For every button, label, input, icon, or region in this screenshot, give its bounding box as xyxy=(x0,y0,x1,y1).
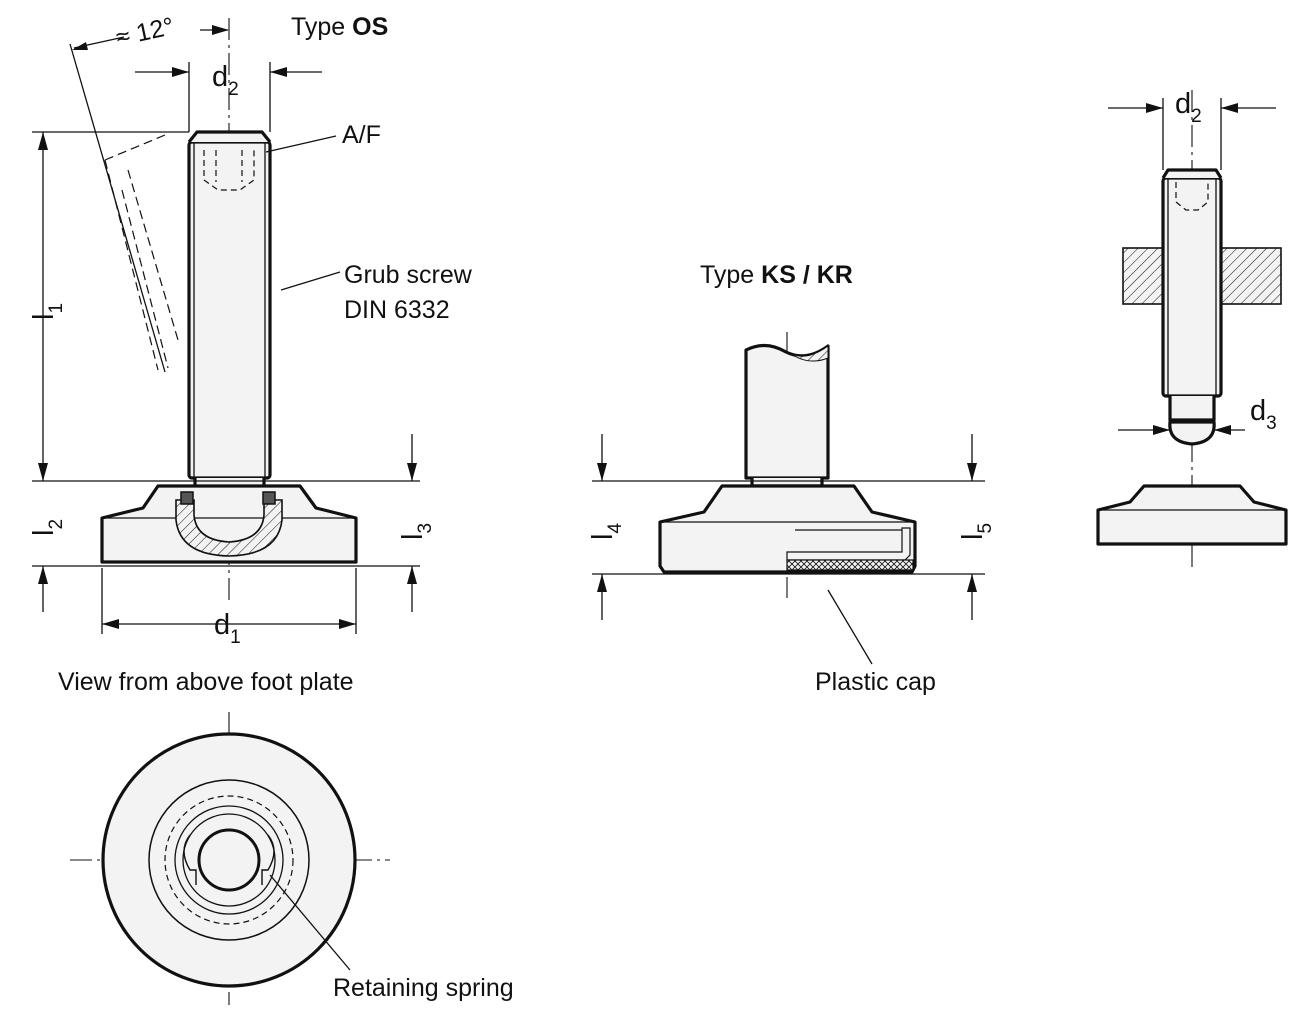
plastic-cap-label: Plastic cap xyxy=(815,668,936,696)
angle-arrow-right xyxy=(212,25,229,35)
mount-plate-right xyxy=(1220,247,1282,305)
right-d3-arrow-left xyxy=(1153,425,1170,435)
assembly-drawing xyxy=(1096,90,1288,570)
os-spring-right xyxy=(262,491,276,505)
ks-l4-arrow-bottom xyxy=(597,574,607,592)
os-d1-label: d1 xyxy=(214,609,241,648)
af-label: A/F xyxy=(342,121,381,149)
os-screw-body xyxy=(187,140,272,480)
os-d2-label: d2 xyxy=(212,61,239,100)
os-d2-arrow-right xyxy=(270,67,287,77)
os-l3-arrow-bottom xyxy=(407,566,417,584)
os-screw-chamfer xyxy=(187,130,272,143)
ks-l4-arrow-top xyxy=(597,463,607,481)
ks-shaft-break xyxy=(789,345,829,362)
os-l1-arrow-bottom xyxy=(38,463,48,481)
tilt-phantom xyxy=(104,134,179,371)
top-view-spring-ring-inner xyxy=(182,813,276,907)
right-ball xyxy=(1168,420,1216,446)
ks-l4-label: l4 xyxy=(587,523,626,540)
retaining-spring-leader xyxy=(269,874,351,971)
grub-screw-line2: DIN 6332 xyxy=(344,296,450,324)
top-view-spring-hidden-outer xyxy=(164,795,294,925)
ks-shaft xyxy=(744,343,830,480)
os-hex-socket xyxy=(203,150,255,191)
os-l1-arrow-top xyxy=(38,132,48,150)
right-screw-chamfer xyxy=(1161,168,1223,179)
top-view-spring-ring xyxy=(174,805,284,915)
os-l2-label: l2 xyxy=(28,519,67,536)
right-d2-arrow-left xyxy=(1146,103,1163,113)
type-ks-kr-title: Type KS / KR xyxy=(700,261,853,289)
right-d2-arrow-right xyxy=(1221,103,1238,113)
retaining-spring-label: Retaining spring xyxy=(333,974,514,1002)
grub-screw-line1: Grub screw xyxy=(344,261,473,289)
os-hex-socket-inner xyxy=(215,150,243,182)
af-leader xyxy=(265,135,337,153)
ks-l5-arrow-top xyxy=(967,463,977,481)
os-l2-arrow xyxy=(38,566,48,584)
type-os-drawing xyxy=(32,18,420,634)
right-hex-socket xyxy=(1175,182,1209,211)
os-d2-arrow-left xyxy=(172,67,189,77)
right-screw-body xyxy=(1161,176,1223,398)
grub-screw-leader xyxy=(280,271,341,291)
os-l3-label: l3 xyxy=(397,523,436,540)
angle-arrow-left xyxy=(72,42,88,50)
top-view-spring-ends xyxy=(183,834,275,885)
os-l3-arrow-top xyxy=(407,463,417,481)
ks-l5-label: l5 xyxy=(957,523,996,540)
ks-l5-arrow-bottom xyxy=(967,574,977,592)
type-ks-kr-drawing xyxy=(592,332,985,665)
view-title: View from above foot plate xyxy=(58,668,354,696)
mount-plate-left xyxy=(1122,247,1164,305)
os-foot-plate xyxy=(100,484,358,564)
os-l1-label: l1 xyxy=(28,303,67,320)
angle-label: ≈ 12° xyxy=(113,12,176,52)
top-view-dome xyxy=(148,779,310,941)
top-view-neck xyxy=(197,828,261,892)
os-d1-arrow-left xyxy=(102,619,119,629)
right-d3-arrow-right xyxy=(1214,425,1231,435)
top-view-drawing xyxy=(70,712,390,1005)
plastic-cap-leader xyxy=(827,589,873,665)
plastic-cap xyxy=(786,559,914,571)
right-d3-label: d3 xyxy=(1250,395,1277,434)
ks-cap-inner xyxy=(786,527,911,561)
os-ball-socket xyxy=(175,499,283,557)
os-d1-arrow-right xyxy=(339,619,356,629)
right-neck xyxy=(1168,396,1216,422)
type-os-title: Type OS xyxy=(291,13,388,41)
right-d2-label: d2 xyxy=(1175,88,1202,127)
right-foot-plate xyxy=(1096,484,1288,546)
os-spring-left xyxy=(180,491,194,505)
